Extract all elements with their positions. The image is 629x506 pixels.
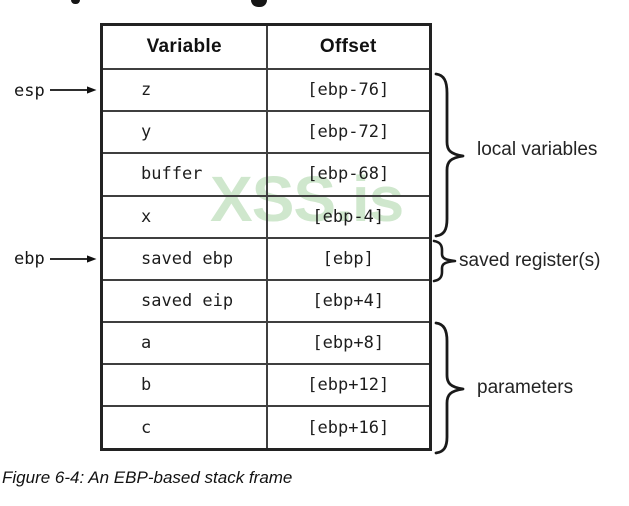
table-row: x [ebp-4] [100, 194, 432, 239]
cropped-text-remnant [71, 0, 80, 4]
table-row: saved eip [ebp+4] [100, 278, 432, 324]
table-header-row: Variable Offset [100, 23, 432, 70]
offset-cell: [ebp-68] [265, 152, 432, 197]
offset-cell: [ebp-4] [265, 194, 432, 239]
table-row: b [ebp+12] [100, 363, 432, 408]
table-row: a [ebp+8] [100, 321, 432, 366]
table-row: c [ebp+16] [100, 405, 432, 451]
saved-registers-brace [432, 239, 457, 283]
table-row: saved ebp [ebp] [100, 236, 432, 281]
offset-cell: [ebp+4] [265, 278, 432, 324]
variable-cell: c [100, 405, 268, 451]
esp-arrow [50, 86, 97, 94]
variable-cell: y [100, 110, 268, 155]
esp-register-label: esp [14, 81, 45, 101]
offset-cell: [ebp+12] [265, 363, 432, 408]
offset-cell: [ebp] [265, 236, 432, 281]
variable-cell: saved ebp [100, 236, 268, 281]
column-header-offset: Offset [265, 23, 432, 70]
stack-frame-table: Variable Offset z [ebp-76] y [ebp-72] bu… [100, 23, 432, 451]
offset-cell: [ebp-72] [265, 110, 432, 155]
local-variables-brace [434, 72, 465, 238]
offset-cell: [ebp+8] [265, 321, 432, 366]
table-row: y [ebp-72] [100, 110, 432, 155]
variable-cell: z [100, 67, 268, 113]
variable-cell: buffer [100, 152, 268, 197]
parameters-label: parameters [477, 377, 574, 398]
table-row: z [ebp-76] [100, 67, 432, 113]
local-variables-label: local variables [477, 139, 598, 160]
ebp-arrow [50, 255, 97, 263]
ebp-register-label: ebp [14, 249, 45, 269]
cropped-text-remnant [251, 0, 267, 7]
variable-cell: b [100, 363, 268, 408]
saved-registers-label: saved register(s) [459, 250, 601, 271]
offset-cell: [ebp+16] [265, 405, 432, 451]
table-row: buffer [ebp-68] [100, 152, 432, 197]
variable-cell: saved eip [100, 278, 268, 324]
parameters-brace [434, 321, 465, 455]
column-header-variable: Variable [100, 23, 268, 70]
variable-cell: x [100, 194, 268, 239]
offset-cell: [ebp-76] [265, 67, 432, 113]
figure-caption: Figure 6-4: An EBP-based stack frame [2, 468, 293, 487]
variable-cell: a [100, 321, 268, 366]
